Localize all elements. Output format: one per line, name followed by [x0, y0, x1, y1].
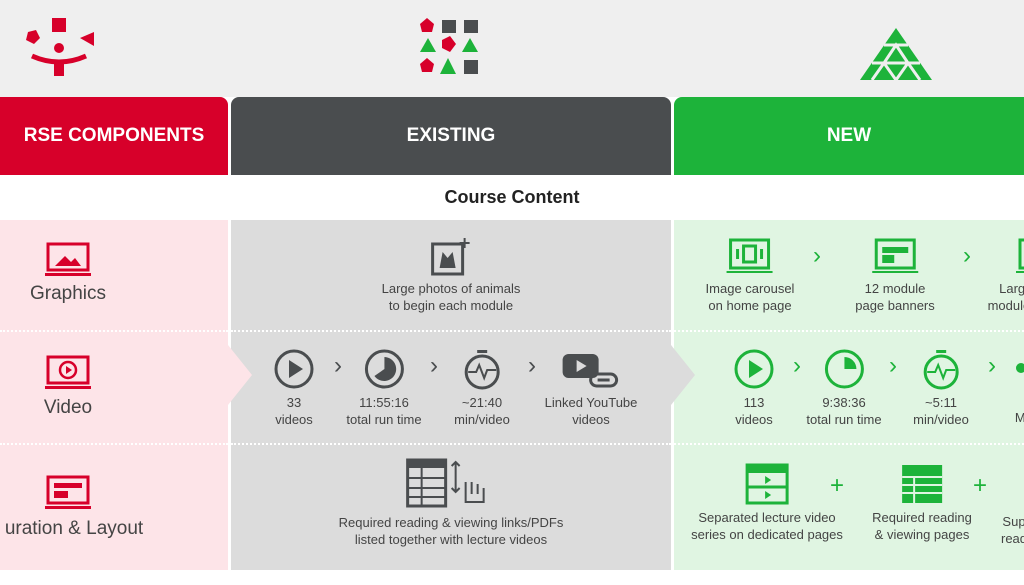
item-line1: 12 module — [864, 281, 926, 296]
carousel-icon — [726, 238, 773, 273]
chevron-icon: › — [889, 352, 897, 379]
play-icon — [734, 349, 774, 389]
item-line1: 11:55:16 — [359, 395, 409, 410]
item-line2: videos — [275, 412, 313, 427]
new-carousel: Image carousel on home page — [705, 238, 795, 314]
chevron-icon: › — [334, 352, 342, 379]
item-line2: videos — [572, 412, 610, 427]
header-existing: EXISTING — [231, 97, 671, 175]
components-column: Graphics Video uration & Layout — [0, 220, 228, 570]
item-line2: listed together with lecture videos — [354, 532, 548, 547]
existing-column: Large photos of animals to begin each mod… — [228, 220, 671, 570]
item-line2: module Ov — [987, 298, 1024, 313]
item-line1: Separated lecture video — [698, 510, 836, 525]
header-components: RSE COMPONENTS — [0, 97, 228, 175]
graphics-icon — [45, 242, 91, 276]
video-pages-icon — [745, 463, 789, 505]
item-line1: Required reading — [872, 510, 972, 525]
new-banners: 12 module page banners — [855, 238, 935, 314]
item-line1: Sup — [1002, 514, 1024, 529]
logo-strip — [0, 0, 1024, 97]
stopwatch-icon — [923, 350, 959, 390]
existing-run-time: 11:55:16 total run time — [346, 348, 422, 428]
item-line2: videos — [735, 412, 773, 427]
chevron-icon: › — [430, 352, 438, 379]
item-line2: min/video — [913, 412, 969, 427]
clock-icon — [364, 349, 404, 389]
clock-icon — [824, 349, 864, 389]
new-embedded-media: EMedi — [1015, 392, 1024, 426]
table-icon — [901, 465, 942, 503]
plus-icon: + — [972, 472, 988, 499]
section-title: Course Content — [0, 175, 1024, 220]
components-logo-icon — [26, 18, 94, 76]
play-icon — [274, 349, 314, 389]
chevron-icon: › — [963, 242, 971, 269]
chevron-icon: › — [793, 352, 801, 379]
item-line1: E — [1015, 392, 1024, 409]
row-label-curation: uration & Layout — [4, 518, 144, 539]
new-overview-text: Large i module Ov — [988, 280, 1024, 314]
item-line1: 33 — [286, 395, 302, 410]
item-line1: Large i — [999, 281, 1024, 296]
item-line1: Large photos of animals — [381, 281, 521, 296]
row-label-graphics: Graphics — [29, 283, 107, 304]
chevron-icon: › — [813, 242, 821, 269]
new-run-time: 9:38:36 total run time — [806, 348, 882, 428]
banner-icon — [871, 238, 918, 273]
new-logo-icon — [860, 28, 932, 80]
plus-icon: + — [829, 472, 845, 499]
chevron-icon: › — [528, 352, 536, 379]
existing-graphics-item: Large photos of animals to begin each mod… — [381, 238, 521, 314]
new-column: Image carousel on home page › 12 module pa… — [671, 220, 1024, 570]
chevron-icon: › — [988, 352, 996, 379]
animal-photo-icon — [431, 238, 470, 276]
existing-min-per-video: ~21:40 min/video — [454, 348, 510, 428]
image-icon — [1016, 238, 1024, 273]
new-lecture-pages: Separated lecture video series on dedicat… — [691, 463, 843, 543]
item-line1: ~21:40 — [461, 395, 503, 410]
dot-icon — [1016, 363, 1024, 373]
item-line1: ~5:11 — [925, 395, 957, 410]
arrow-shape — [228, 345, 252, 405]
list-scroll-icon — [406, 458, 485, 508]
youtube-link-icon — [563, 354, 619, 388]
item-line1: Image carousel — [705, 281, 795, 296]
item-line2: read — [1000, 531, 1024, 546]
item-line2: Medi — [1014, 410, 1024, 425]
item-line2: series on dedicated pages — [691, 527, 843, 542]
item-line2: on home page — [708, 298, 792, 313]
new-overview-image — [1014, 238, 1024, 280]
item-line2: total run time — [806, 412, 882, 427]
item-line2: & viewing pages — [874, 527, 970, 542]
stopwatch-icon — [464, 350, 500, 390]
arrow-shape — [671, 345, 695, 405]
video-icon — [45, 355, 91, 389]
item-line2: to begin each module — [388, 298, 514, 313]
existing-curation-item: Required reading & viewing links/PDFs lis… — [338, 458, 564, 548]
item-line2: page banners — [855, 298, 935, 313]
new-video-count: 113 videos — [733, 348, 775, 428]
layout-icon — [45, 475, 91, 509]
existing-youtube-links: Linked YouTube videos — [544, 348, 638, 428]
new-min-per-video: ~5:11 min/video — [913, 348, 969, 428]
item-line1: 113 — [743, 395, 765, 410]
item-line2: min/video — [454, 412, 510, 427]
item-line1: Linked YouTube — [544, 395, 638, 410]
row-label-video: Video — [43, 397, 93, 418]
existing-logo-icon — [420, 18, 478, 74]
header-new: NEW — [674, 97, 1024, 175]
item-line1: Required reading & viewing links/PDFs — [338, 515, 564, 530]
new-reading-pages: Required reading & viewing pages — [872, 463, 972, 543]
existing-video-count: 33 videos — [273, 348, 315, 428]
new-supplementary: Sup read — [1001, 513, 1024, 547]
item-line1: 9:38:36 — [822, 395, 866, 410]
item-line2: total run time — [346, 412, 422, 427]
